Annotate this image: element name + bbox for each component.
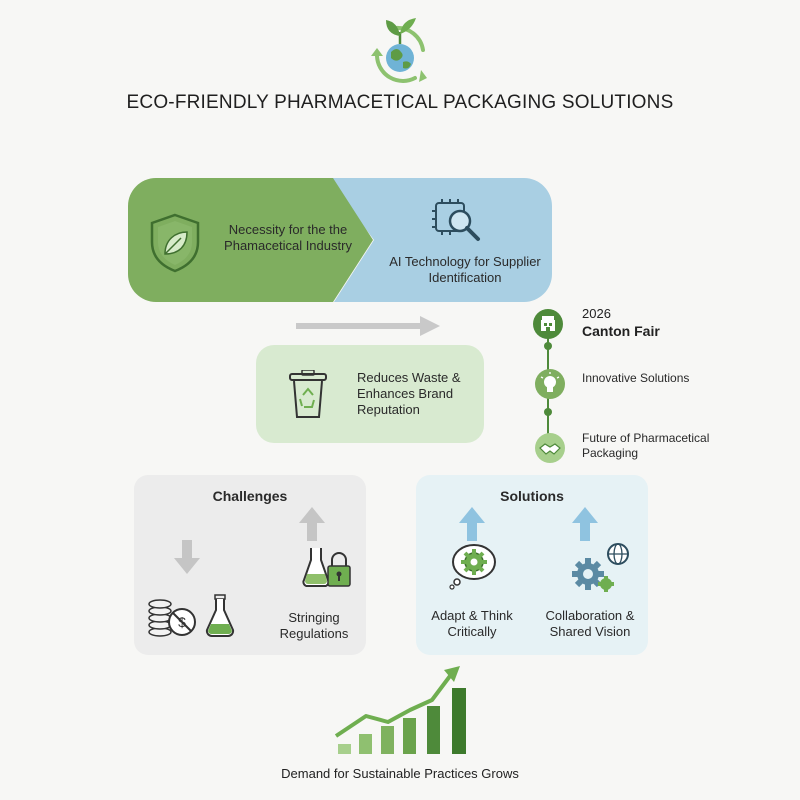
up-arrow-icon xyxy=(570,507,600,541)
up-arrow-icon xyxy=(457,507,487,541)
solutions-heading: Solutions xyxy=(500,488,564,504)
top-banner xyxy=(128,178,552,302)
page-title: ECO-FRIENDLY PHARMACETICAL PACKAGING SOL… xyxy=(126,92,674,113)
timeline-year: 2026 xyxy=(582,306,611,321)
challenges-item-label: Stringing Regulations xyxy=(279,610,349,641)
up-arrow-icon xyxy=(297,507,327,541)
lightbulb-icon xyxy=(535,369,565,399)
handshake-icon xyxy=(535,433,565,463)
shield-leaf-icon xyxy=(147,212,203,274)
solutions-item-adapt: Adapt & Think Critically xyxy=(431,608,513,639)
recycle-bin-icon xyxy=(286,370,330,420)
waste-reduction-label: Reduces Waste & Enhances Brand Reputatio… xyxy=(357,370,461,417)
building-icon xyxy=(533,309,563,339)
necessity-label: Necessity for the the Phamacetical Indus… xyxy=(224,222,352,253)
timeline-dot xyxy=(544,342,552,350)
growth-chart-icon xyxy=(332,664,470,756)
gears-globe-icon xyxy=(566,540,632,596)
timeline-item-innovative: Innovative Solutions xyxy=(582,371,690,385)
gear-thought-icon xyxy=(448,540,498,590)
flask-lock-icon xyxy=(302,546,352,590)
waste-reduction-box xyxy=(256,345,484,443)
right-arrow-icon xyxy=(296,314,442,338)
solutions-item-collaboration: Collaboration & Shared Vision xyxy=(545,608,635,639)
flask-icon xyxy=(204,594,236,638)
challenges-heading: Challenges xyxy=(212,488,288,504)
coins-crossed-icon: $ xyxy=(146,592,198,640)
timeline-item-future: Future of Pharmacetical Packaging xyxy=(582,431,710,460)
ai-chip-magnifier-icon xyxy=(428,197,484,245)
timeline-event: Canton Fair xyxy=(582,323,660,339)
ai-technology-label: AI Technology for Supplier Identificatio… xyxy=(389,254,541,285)
down-arrow-icon xyxy=(172,540,202,576)
footer-caption: Demand for Sustainable Practices Grows xyxy=(281,766,519,781)
globe-sprout-icon xyxy=(355,6,445,86)
timeline-dot xyxy=(544,408,552,416)
